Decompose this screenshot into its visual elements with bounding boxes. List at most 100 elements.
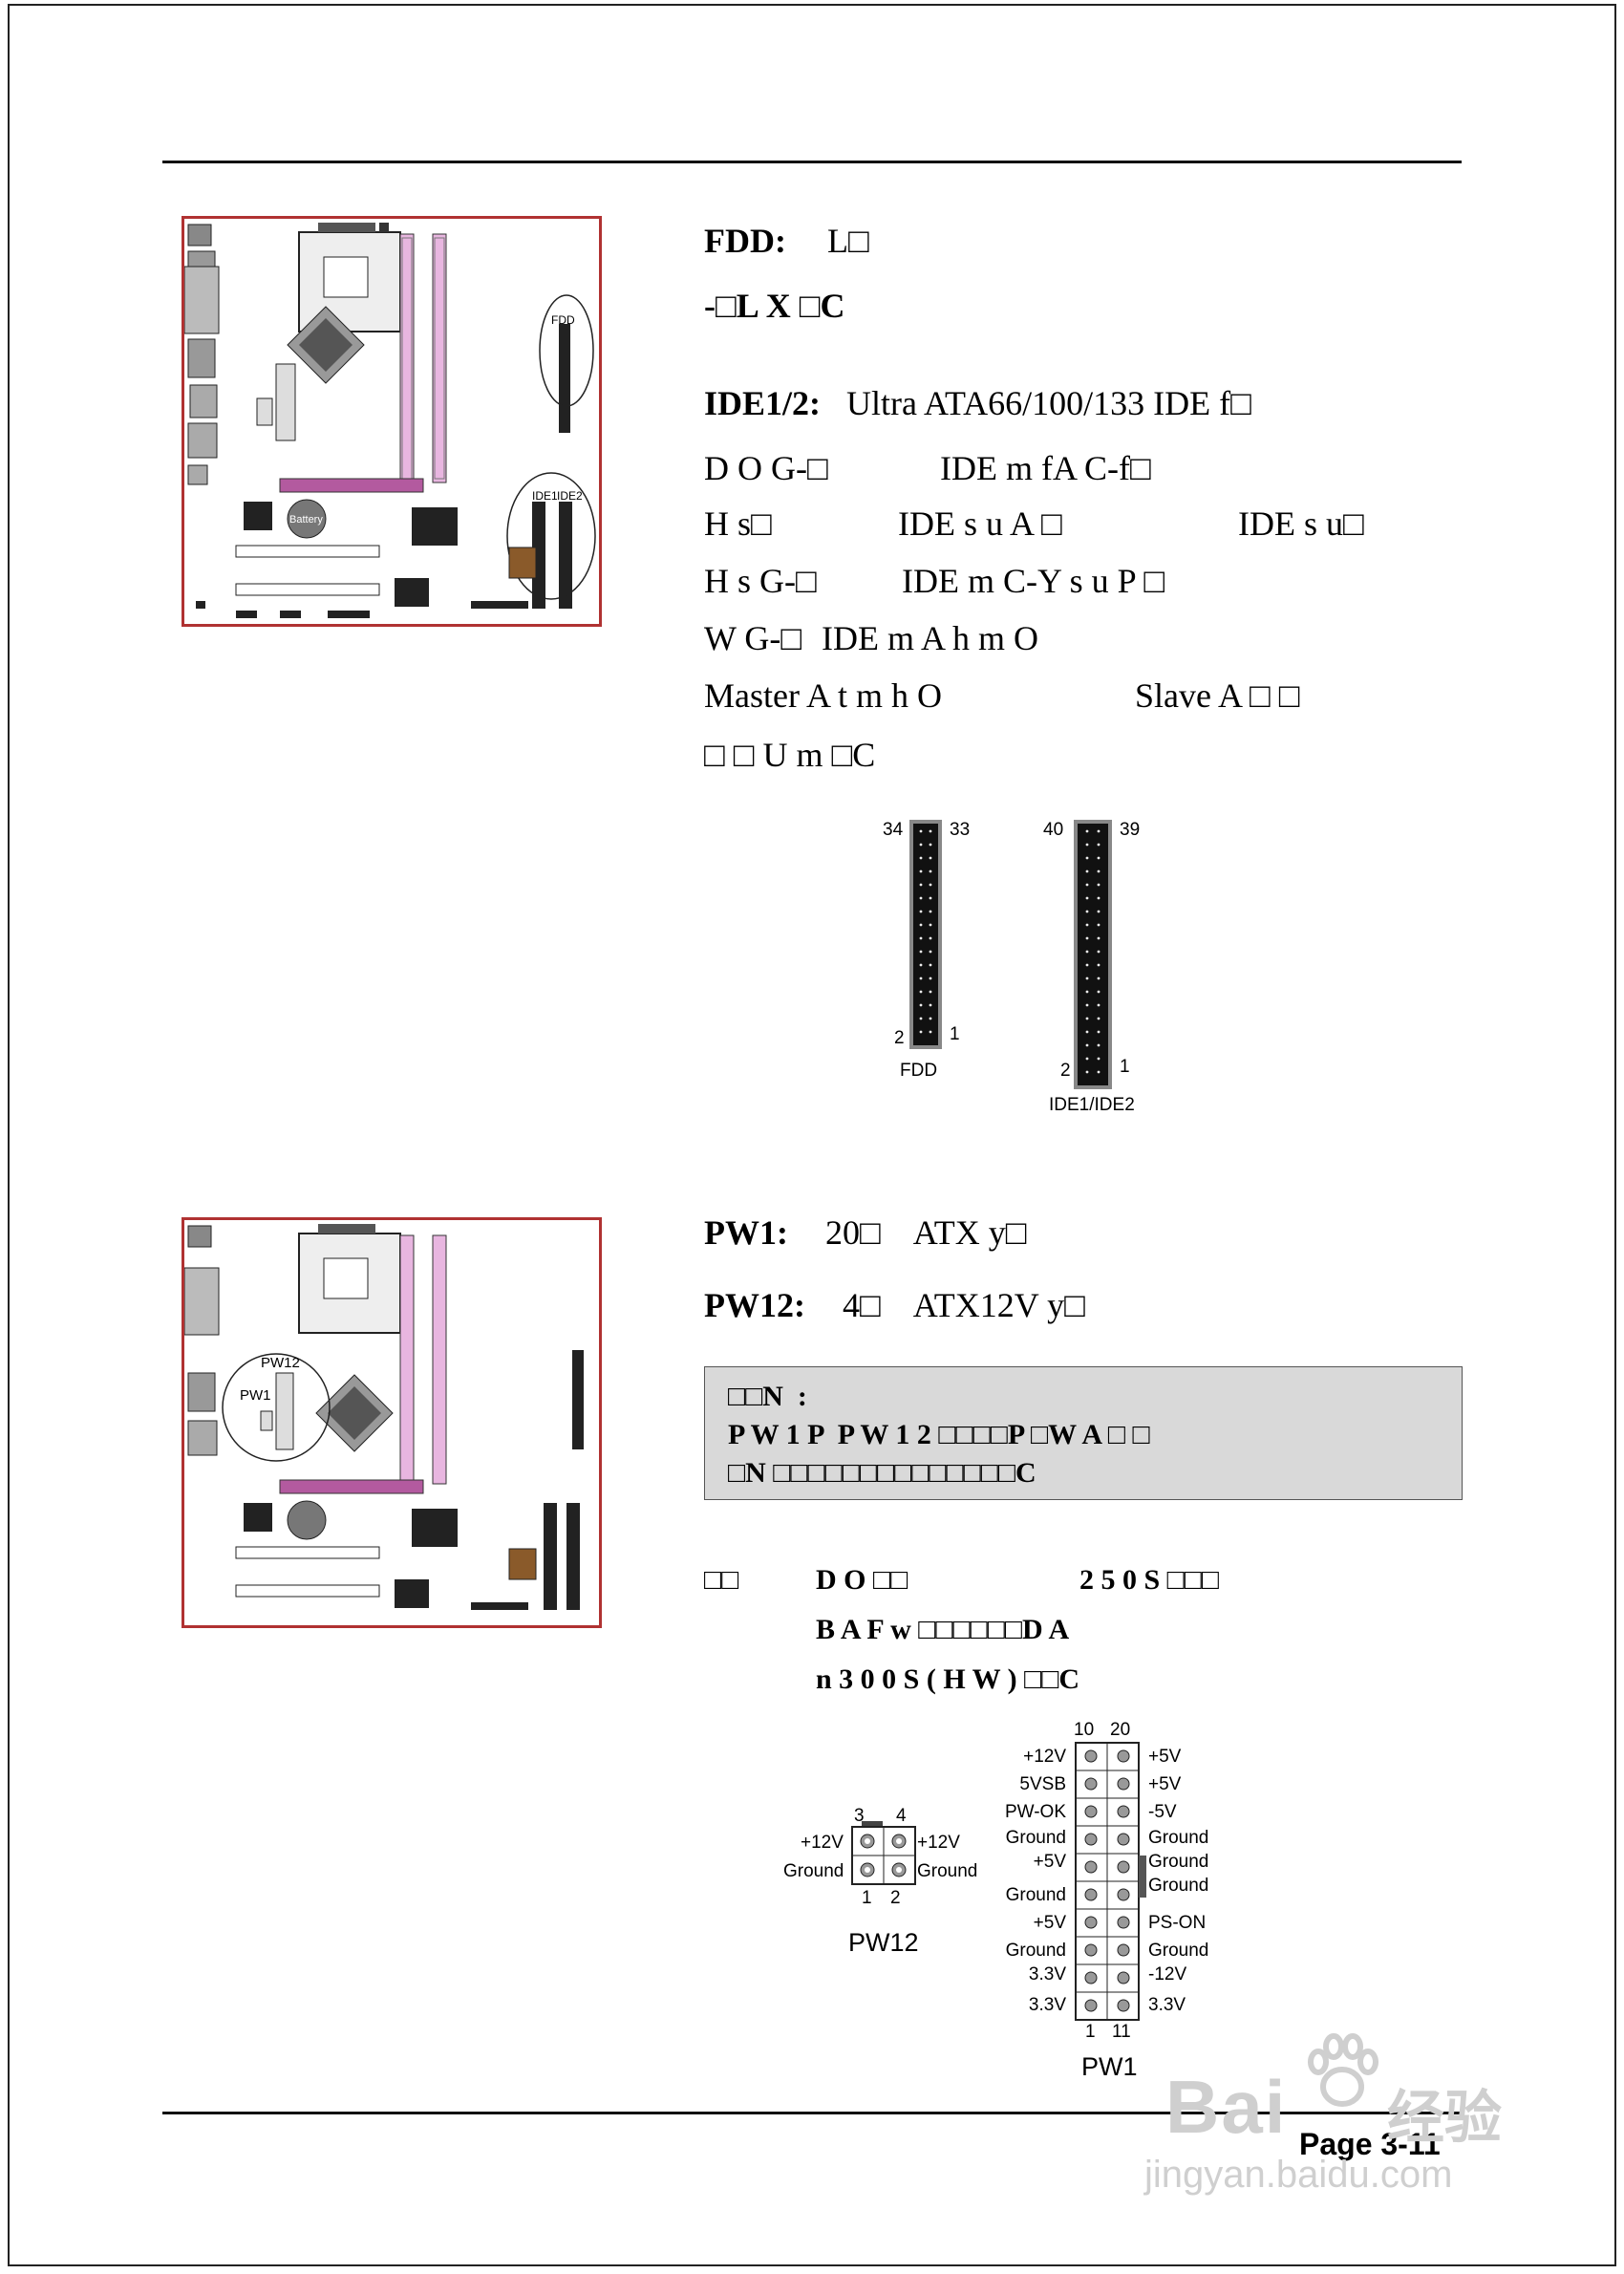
watermark-brand: Bai bbox=[1165, 2065, 1288, 2149]
ide-line-1b: IDE m fA C-f□ bbox=[940, 449, 1151, 487]
pw12-right-2: Ground bbox=[917, 1861, 977, 1881]
pw1-pin-20: 20 bbox=[1110, 1720, 1130, 1740]
fdd-label: FDD bbox=[900, 1061, 937, 1081]
pw12-right-1: +12V bbox=[917, 1833, 960, 1853]
pw1-connector-diagram: 10 20 1 11 +12V 5VSB PW-OK Ground +5V Gr… bbox=[1005, 1720, 1208, 2081]
page-number: Page 3-11 bbox=[1299, 2127, 1441, 2161]
pw1-description: 20□ ATX y□ bbox=[825, 1213, 1027, 1252]
ide-title-rest: Ultra ATA66/100/133 IDE f□ bbox=[846, 384, 1251, 422]
fdd-line2: -□L X □C bbox=[704, 287, 845, 325]
footer-rule bbox=[162, 2112, 1462, 2114]
pw1-pin-1: 1 bbox=[1085, 2022, 1096, 2042]
tip-line-1a: D O □□ bbox=[816, 1564, 908, 1596]
ide-line-3a: H s G-□ bbox=[704, 562, 817, 600]
pw12-title: PW12: bbox=[704, 1286, 805, 1324]
motherboard-layout-1: FDD IDE1 IDE2 Battery bbox=[183, 223, 596, 618]
pw1-left-10: 3.3V bbox=[1029, 1995, 1066, 2015]
pw1-right-8: Ground bbox=[1148, 1941, 1208, 1961]
pw1-left-1: +12V bbox=[1023, 1747, 1066, 1767]
tip-line-1b: 2 5 0 S □□□ bbox=[1079, 1564, 1220, 1596]
pw12-pin-1: 1 bbox=[862, 1888, 872, 1908]
pw1-right-10: 3.3V bbox=[1148, 1995, 1186, 2015]
power-note-box: □□N : P W 1 P P W 1 2 □□□□P □W A □ □ □N … bbox=[704, 1366, 1463, 1500]
ide-title: IDE1/2: bbox=[704, 384, 822, 422]
pw1-left-8: Ground bbox=[1006, 1941, 1066, 1961]
pw1-left-2: 5VSB bbox=[1019, 1774, 1066, 1794]
tip-label: □□ bbox=[704, 1564, 739, 1596]
ide-pin-39: 39 bbox=[1120, 820, 1140, 840]
pw1-left-3: PW-OK bbox=[1005, 1802, 1066, 1822]
pw1-right-1: +5V bbox=[1148, 1747, 1182, 1767]
header-rule bbox=[162, 161, 1462, 163]
fdd-ide-connector-diagram: 34 33 2 1 FDD 40 39 2 1 IDE1/IDE2 bbox=[883, 820, 1140, 1115]
ide-line-3b: IDE m C-Y s u P □ bbox=[902, 562, 1165, 600]
board-label-ide1: IDE1 bbox=[532, 489, 558, 503]
note-line-1: □□N : bbox=[728, 1381, 807, 1412]
board-label-battery: Battery bbox=[289, 514, 323, 526]
ide-line-2b: IDE s u A □ bbox=[898, 504, 1062, 543]
tip-line-3: n 3 0 0 S ( H W ) □□C bbox=[816, 1663, 1080, 1695]
pw12-label: PW12 bbox=[848, 1928, 919, 1957]
pw1-right-3: -5V bbox=[1148, 1802, 1177, 1822]
pw12-left-2: Ground bbox=[783, 1861, 844, 1881]
pw12-pin-2: 2 bbox=[890, 1888, 901, 1908]
ide-line-5a: Master A t m h O bbox=[704, 676, 942, 715]
pw12-description: 4□ ATX12V y□ bbox=[843, 1286, 1085, 1324]
pw1-left-6: Ground bbox=[1006, 1885, 1066, 1905]
motherboard-diagram-power: PW12 PW1 bbox=[182, 1217, 602, 1628]
fdd-pins bbox=[919, 829, 932, 1034]
pw1-right-5: Ground bbox=[1148, 1852, 1208, 1872]
ide-line-4a: W G-□ bbox=[704, 619, 802, 657]
note-line-2: P W 1 P P W 1 2 □□□□P □W A □ □ bbox=[728, 1419, 1150, 1450]
watermark-paw-icon bbox=[1308, 2033, 1378, 2107]
ide-line-4b: IDE m A h m O bbox=[822, 619, 1039, 657]
pw12-pin-4: 4 bbox=[896, 1806, 907, 1826]
board-label-pw1: PW1 bbox=[240, 1387, 271, 1404]
note-line-3: □N □□□□□□□□□□□□□□C bbox=[728, 1457, 1036, 1489]
pw12-left-1: +12V bbox=[801, 1833, 844, 1853]
ide-line-6a: □ □ U m □C bbox=[704, 736, 876, 774]
ide-line-5b: Slave A □ □ bbox=[1135, 676, 1300, 715]
pw1-label: PW1 bbox=[1081, 2052, 1138, 2081]
watermark-jingyan: 经验 bbox=[1387, 2086, 1502, 2150]
pw1-left-5: +5V bbox=[1034, 1852, 1067, 1872]
pw1-pins bbox=[1084, 1749, 1130, 2012]
pw1-right-9: -12V bbox=[1148, 1964, 1186, 1984]
motherboard-layout-2: PW12 PW1 bbox=[183, 1224, 584, 1610]
ide-pin-1: 1 bbox=[1120, 1057, 1130, 1077]
pw1-right-2: +5V bbox=[1148, 1774, 1182, 1794]
ide-pin-2: 2 bbox=[1060, 1061, 1071, 1081]
pw1-left-7: +5V bbox=[1034, 1913, 1067, 1933]
pw1-pin-11: 11 bbox=[1112, 2022, 1131, 2042]
fdd-pin-34: 34 bbox=[883, 820, 904, 840]
page-border bbox=[8, 4, 1616, 2266]
pw1-title: PW1: bbox=[704, 1213, 788, 1252]
board-label-pw12: PW12 bbox=[261, 1355, 300, 1371]
pw1-left-4: Ground bbox=[1006, 1828, 1066, 1848]
fdd-pin-33: 33 bbox=[950, 820, 970, 840]
ide-pin-40: 40 bbox=[1043, 820, 1063, 840]
board-label-ide2: IDE2 bbox=[557, 489, 583, 503]
pw1-left-9: 3.3V bbox=[1029, 1964, 1066, 1984]
fdd-title: FDD: bbox=[704, 222, 786, 260]
fdd-pin-1: 1 bbox=[950, 1024, 960, 1044]
pw1-left-labels: +12V 5VSB PW-OK Ground +5V Ground +5V Gr… bbox=[1005, 1747, 1066, 2015]
fdd-title-rest: L□ bbox=[827, 222, 869, 260]
pw1-row-dividers bbox=[1076, 1770, 1139, 1993]
tip-line-2: B A F w □□□□□□D A bbox=[816, 1614, 1070, 1645]
ide-line-1a: D O G-□ bbox=[704, 449, 828, 487]
pw1-right-7: PS-ON bbox=[1148, 1913, 1206, 1933]
pw12-connector-diagram: 3 4 1 2 +12V Ground +12V Ground PW12 bbox=[783, 1806, 977, 1957]
ide-pins bbox=[1085, 829, 1100, 1074]
pw1-right-labels: +5V +5V -5V Ground Ground Ground PS-ON G… bbox=[1148, 1747, 1208, 2015]
watermark-url: jingyan.baidu.com bbox=[1144, 2154, 1453, 2196]
motherboard-diagram-fdd-ide: FDD IDE1 IDE2 Battery bbox=[182, 216, 602, 627]
board-label-fdd: FDD bbox=[551, 313, 575, 327]
fdd-pin-2: 2 bbox=[894, 1028, 905, 1048]
pw1-pin-10: 10 bbox=[1074, 1720, 1094, 1740]
ide-line-2a: H s□ bbox=[704, 504, 772, 543]
ide-line-2c: IDE s u□ bbox=[1238, 504, 1364, 543]
pw1-right-4: Ground bbox=[1148, 1828, 1208, 1848]
ide-label: IDE1/IDE2 bbox=[1049, 1095, 1135, 1115]
pw12-pin-3: 3 bbox=[854, 1806, 865, 1826]
